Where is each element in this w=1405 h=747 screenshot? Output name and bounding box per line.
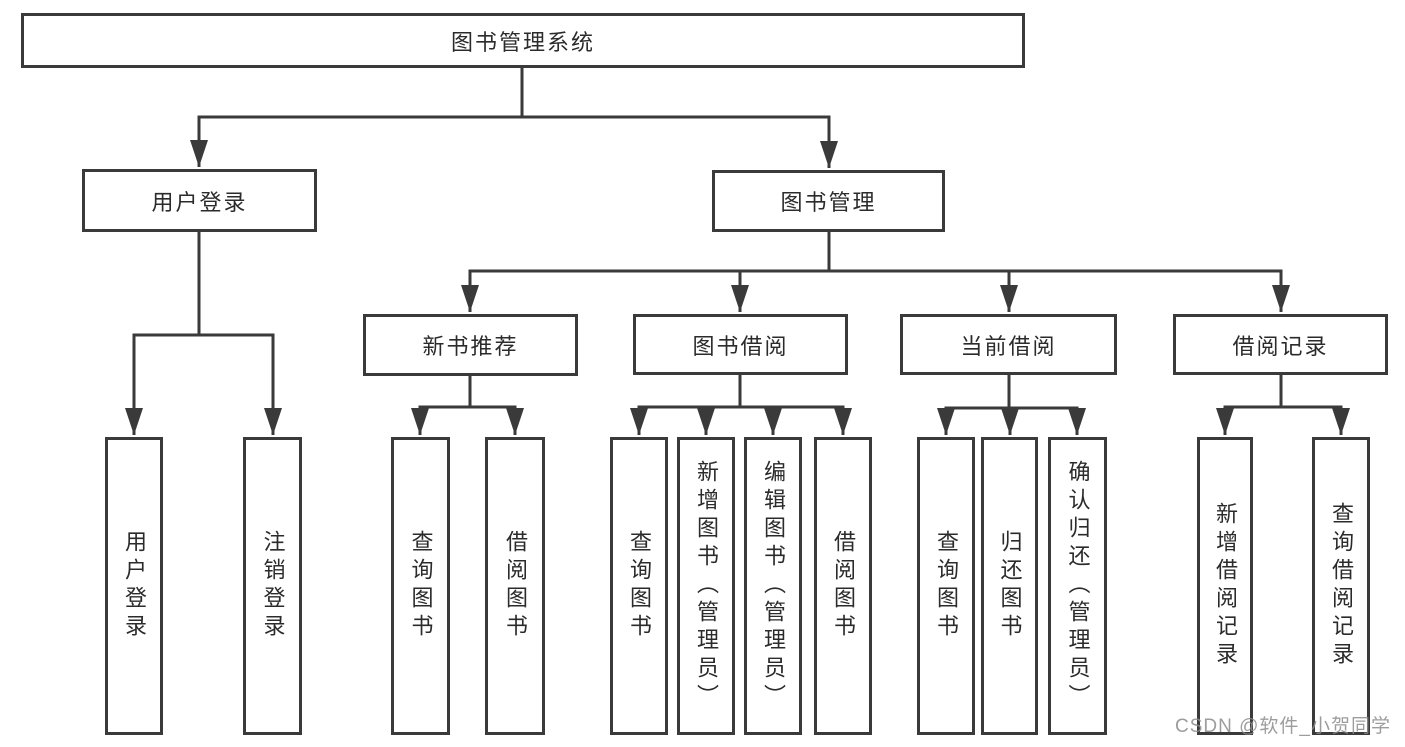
leaf-records-query-record: 查询借阅记录 [1312,437,1370,735]
leaf-records-query-record-label: 查询借阅记录 [1329,502,1354,670]
node-new-books-label: 新书推荐 [422,334,519,359]
leaf-newbooks-borrow-books: 借阅图书 [485,437,545,735]
node-current-borrowing: 当前借阅 [900,314,1117,375]
leaf-borrowing-add-books-admin-label: 新增图书（管理员） [694,460,719,712]
node-current-borrowing-label: 当前借阅 [960,333,1057,359]
leaf-current-query-books-label: 查询图书 [934,530,959,642]
node-user-login-label: 用户登录 [151,189,248,215]
node-borrow-records: 借阅记录 [1173,314,1388,375]
leaf-current-confirm-return-admin-label: 确认归还（管理员） [1065,460,1091,712]
leaf-current-return-books: 归还图书 [981,437,1038,735]
leaf-user-login-label: 用户登录 [122,530,147,642]
connector-book-borrowing-children [630,373,852,435]
node-borrow-records-label: 借阅记录 [1232,333,1329,359]
watermark-text: CSDN @软件_小贺同学 [1175,716,1391,737]
leaf-borrowing-edit-books-admin: 编辑图书（管理员） [744,437,802,735]
node-book-management-label: 图书管理 [780,190,877,215]
connector-user-login-children [125,230,282,435]
node-root-label: 图书管理系统 [450,29,595,55]
leaf-records-add-record-label: 新增借阅记录 [1213,502,1238,670]
leaf-current-confirm-return-admin: 确认归还（管理员） [1048,437,1107,735]
leaf-logout-label: 注销登录 [260,530,286,642]
leaf-logout: 注销登录 [243,437,302,735]
node-new-books: 新书推荐 [363,314,578,376]
leaf-user-login: 用户登录 [105,437,163,735]
leaf-newbooks-query-books-label: 查询图书 [408,530,434,642]
connector-new-books-children [411,374,524,435]
leaf-borrowing-query-books: 查询图书 [610,437,668,735]
node-book-borrowing: 图书借阅 [633,314,848,375]
connector-book-management-sections [461,230,1290,312]
leaf-current-query-books: 查询图书 [917,437,975,735]
connector-current-borrowing-children [937,373,1086,435]
leaf-borrowing-query-books-label: 查询图书 [627,530,652,642]
leaf-borrowing-borrow-books: 借阅图书 [814,437,872,735]
node-user-login: 用户登录 [82,169,317,232]
leaf-newbooks-borrow-books-label: 借阅图书 [503,530,528,642]
leaf-records-add-record: 新增借阅记录 [1197,437,1253,735]
leaf-newbooks-query-books: 查询图书 [391,437,450,735]
leaf-borrowing-add-books-admin: 新增图书（管理员） [677,437,735,735]
node-root: 图书管理系统 [21,13,1025,68]
connector-borrow-records-children [1216,373,1350,435]
leaf-borrowing-borrow-books-label: 借阅图书 [831,530,856,642]
node-book-management: 图书管理 [712,170,945,232]
connector-root-to-level1 [190,66,838,168]
node-book-borrowing-label: 图书借阅 [692,333,789,359]
leaf-current-return-books-label: 归还图书 [997,530,1023,642]
leaf-borrowing-edit-books-admin-label: 编辑图书（管理员） [761,460,786,712]
